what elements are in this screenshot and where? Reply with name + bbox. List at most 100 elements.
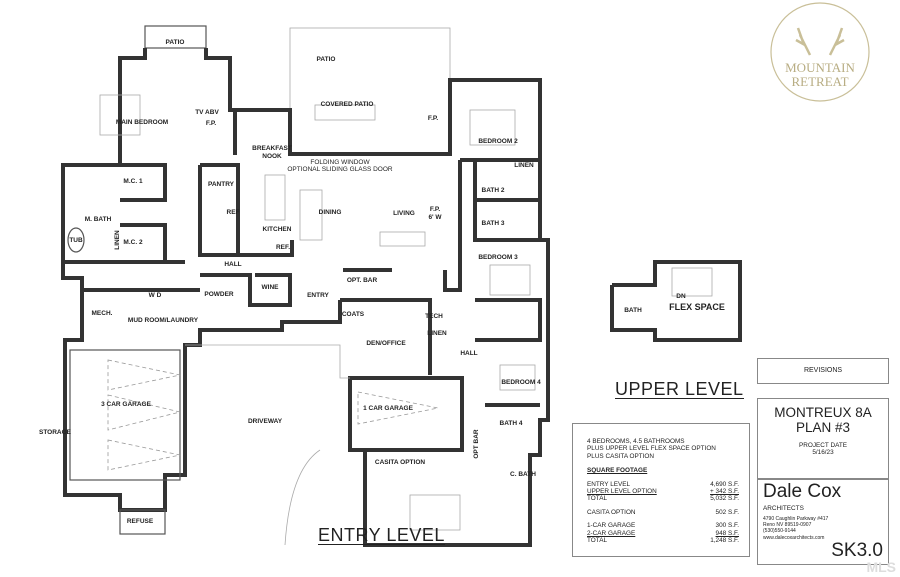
stair-wall: [475, 298, 542, 342]
patio-table-icon: [314, 104, 376, 121]
summary-box: 4 BEDROOMS, 4.5 BATHROOMS PLUS UPPER LEV…: [572, 423, 750, 557]
room-label: PANTRY: [208, 181, 235, 188]
refuse-outline: [119, 509, 166, 535]
stair-icon: [671, 267, 713, 297]
room-label: BATH: [624, 307, 642, 314]
revisions-box: REVISIONS: [757, 358, 889, 384]
sf-value: 300 S.F.: [715, 522, 739, 530]
sf-label: CASITA OPTION: [587, 508, 636, 516]
bed-icon: [469, 109, 516, 146]
room-label: M. BATH: [85, 216, 112, 223]
bed-icon: [489, 264, 531, 296]
room-label: TUB: [69, 237, 83, 244]
room-label: LINEN: [114, 230, 121, 250]
driveway-edge: [185, 344, 350, 546]
sf-row: 2-CAR GARAGE 948 S.F.: [587, 530, 739, 537]
logo-text-mountain: MOUNTAIN: [785, 60, 855, 75]
room-label: STORAGE: [39, 429, 72, 436]
summary-line: PLUS UPPER LEVEL FLEX SPACE OPTION: [587, 445, 716, 453]
dining-table-icon: [299, 189, 323, 241]
garage-bay-marker: [107, 359, 181, 391]
room-label: W D: [149, 292, 162, 299]
room-label: OPT BAR: [473, 429, 480, 459]
title-block: MONTREUX 8A PLAN #3 PROJECT DATE 5/16/23: [757, 398, 889, 479]
room-label: M.C. 2: [123, 239, 143, 246]
room-label: CASITA OPTION: [375, 459, 426, 466]
tub-icon: [67, 227, 85, 253]
garage1-wall: [350, 376, 464, 452]
sf-label: ENTRY LEVEL: [587, 480, 631, 488]
firm-subtitle: ARCHITECTS: [763, 505, 804, 512]
room-label: C. BATH: [510, 471, 536, 478]
room-label: COVERED PATIO: [321, 101, 374, 108]
room-label: DN: [676, 293, 686, 300]
room-label: MUD ROOM/LAUNDRY: [128, 317, 199, 324]
sf-value: 5,032 S.F.: [710, 495, 739, 503]
summary-line: PLUS CASITA OPTION: [587, 452, 654, 460]
garage-bay-marker: [107, 394, 181, 431]
firm-address: 4790 Caughlin Parkway #417 Reno NV 89519…: [763, 516, 828, 541]
sf-label: TOTAL: [587, 495, 608, 503]
exterior-wall: [61, 48, 342, 512]
project-date-label: PROJECT DATE: [798, 442, 848, 449]
room-label: OPT. BAR: [347, 277, 378, 284]
upper-level-heading: UPPER LEVEL: [615, 379, 744, 399]
architect-block: Dale Cox ARCHITECTS 4790 Caughlin Parkwa…: [757, 479, 889, 565]
sf-value: 948 S.F.: [715, 529, 739, 537]
room-label: MECH.: [92, 310, 113, 317]
room-label: REFUSE: [127, 518, 154, 525]
room-label: BEDROOM 2: [478, 138, 518, 145]
sf-row: ENTRY LEVEL 4,690 S.F.: [587, 481, 739, 488]
entry-level-heading: ENTRY LEVEL: [318, 525, 445, 545]
bed-icon: [499, 364, 536, 391]
covered-patio-outline: [289, 27, 451, 155]
plan-number: PLAN #3: [795, 420, 851, 435]
project-date: 5/16/23: [812, 449, 834, 456]
room-label: HALL: [460, 350, 477, 357]
project-name: MONTREUX 8A: [774, 405, 872, 420]
bedroom-wing-wall: [473, 160, 540, 242]
room-label: PATIO: [166, 39, 185, 46]
garage-interior: [69, 349, 181, 481]
room-label: BATH 2: [482, 187, 505, 194]
room-label: KITCHEN: [263, 226, 292, 233]
room-label: TV ABV: [195, 109, 219, 116]
master-closet-wall: [120, 163, 167, 202]
room-label: 3 CAR GARAGE: [101, 401, 152, 408]
room-label: DINING: [319, 209, 342, 216]
sf-label: 1-CAR GARAGE: [587, 522, 636, 530]
sf-value: 1,248 S.F.: [710, 537, 739, 545]
living-wall: [443, 160, 462, 292]
sofa-icon: [379, 231, 426, 247]
wine-wall: [200, 273, 292, 307]
room-label: ENTRY: [307, 292, 329, 299]
room-label: COATS: [342, 311, 365, 318]
sf-label: UPPER LEVEL OPTION: [587, 488, 657, 496]
sf-row: TOTAL 5,032 S.F.: [587, 495, 739, 502]
room-label: WINE: [262, 284, 280, 291]
room-label: REF.: [276, 244, 290, 251]
room-label: FLEX SPACE: [669, 302, 725, 312]
logo-circle: [770, 2, 870, 102]
antler-icon: [795, 27, 845, 56]
main-patio-outline: [144, 25, 207, 49]
room-label: PATIO: [317, 56, 336, 63]
room-label: HALL: [224, 261, 241, 268]
sf-label: 2-CAR GARAGE: [587, 529, 636, 537]
room-label: 6' W: [428, 214, 442, 221]
square-footage-heading: SQUARE FOOTAGE: [587, 467, 648, 475]
logo-text-retreat: RETREAT: [791, 74, 849, 89]
bed-icon: [409, 494, 461, 531]
exterior-wall-east: [204, 48, 550, 547]
summary-line: 4 BEDROOMS, 4.5 BATHROOMS: [587, 438, 685, 445]
kitchen-wall: [238, 240, 294, 257]
room-label: BATH 4: [500, 420, 523, 427]
sf-row: 1-CAR GARAGE 300 S.F.: [587, 522, 739, 529]
room-label: BREAKFAST: [252, 145, 292, 152]
sf-value: 4,690 S.F.: [710, 480, 739, 488]
room-label: 1 CAR GARAGE: [363, 405, 414, 412]
sheet-number: SK3.0: [831, 540, 883, 561]
bed-icon: [99, 94, 141, 136]
